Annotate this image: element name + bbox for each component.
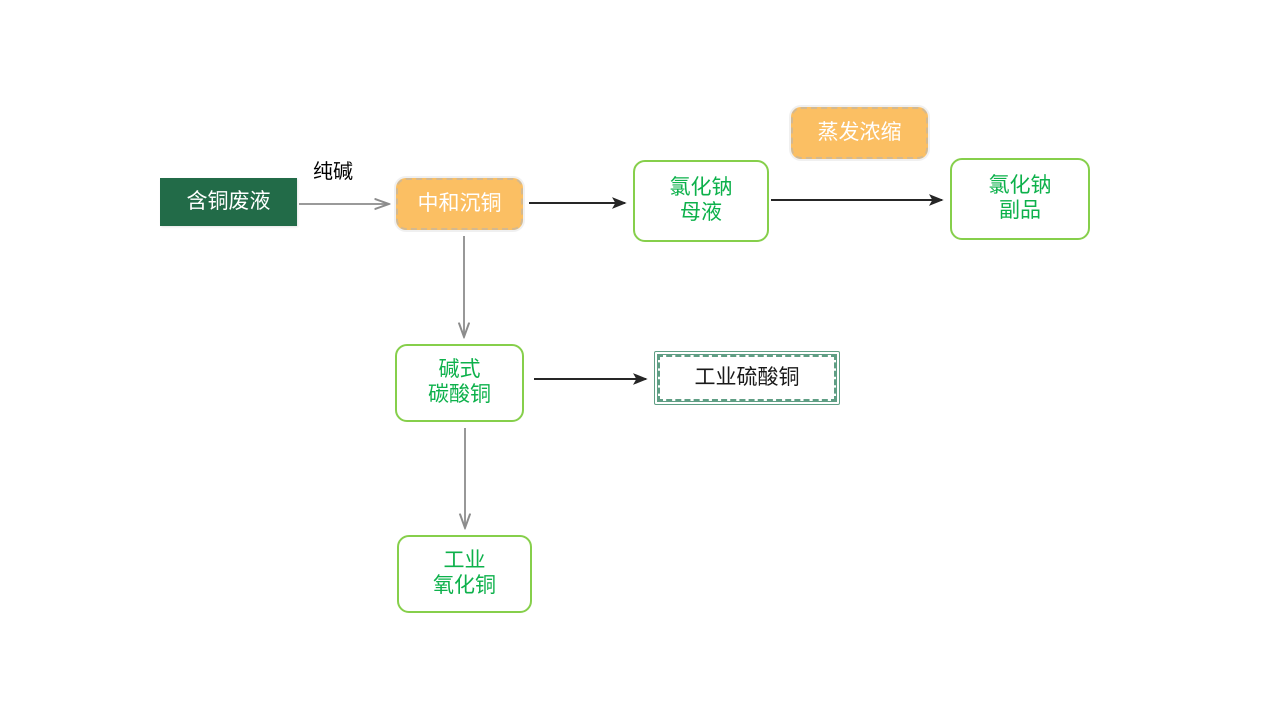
- edge-label-soda-ash: 纯碱: [313, 161, 353, 183]
- node-industrial-copper-oxide[interactable]: 工业 氧化铜: [397, 535, 532, 613]
- node-copper-waste-liquid[interactable]: 含铜废液: [160, 178, 297, 226]
- node-neutralize-precipitate-copper[interactable]: 中和沉铜: [396, 178, 523, 230]
- node-basic-copper-carbonate[interactable]: 碱式 碳酸铜: [395, 344, 524, 422]
- node-evaporation-concentration[interactable]: 蒸发浓缩: [791, 107, 928, 159]
- node-industrial-copper-sulfate[interactable]: 工业硫酸铜: [654, 351, 840, 405]
- node-sodium-chloride-mother-liquor[interactable]: 氯化钠 母液: [633, 160, 769, 242]
- node-sodium-chloride-byproduct[interactable]: 氯化钠 副品: [950, 158, 1090, 240]
